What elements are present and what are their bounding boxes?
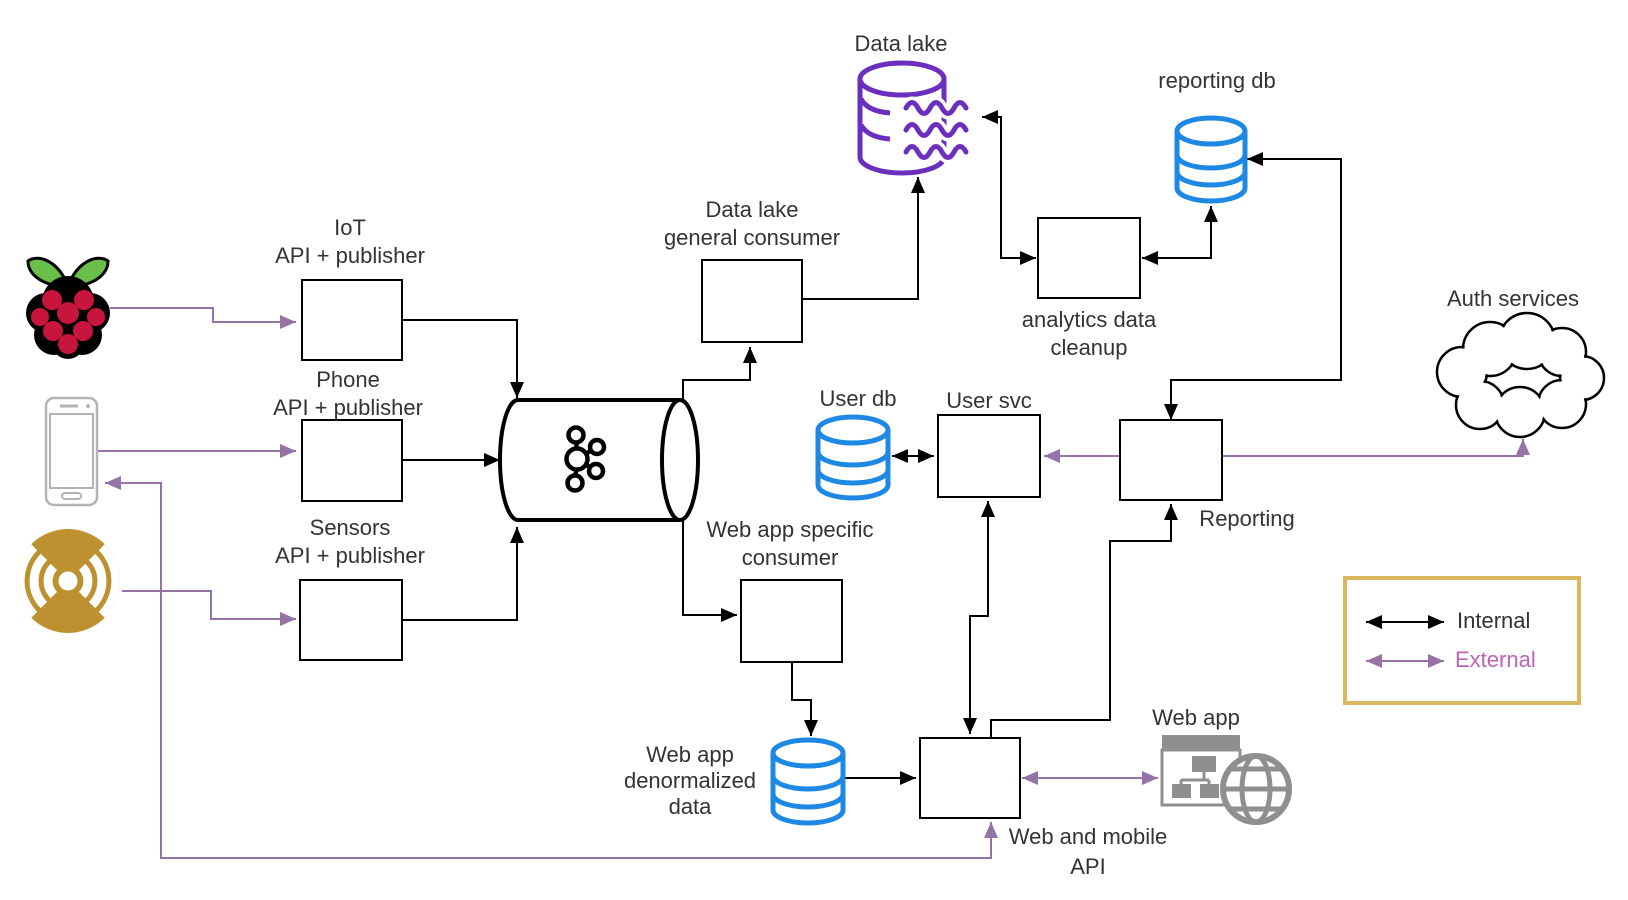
webmobile-api-label: Web and mobile API bbox=[1009, 822, 1168, 882]
iot-api-label-line1: IoT bbox=[334, 215, 366, 240]
edge-sensors-api-to-kafka bbox=[402, 527, 524, 621]
edge-usersvc-webmobile-api bbox=[963, 501, 995, 734]
sensors-api-box bbox=[299, 579, 403, 661]
data-lake-label: Data lake bbox=[854, 31, 948, 56]
user-db-label: User db bbox=[819, 386, 897, 411]
denorm-db-label-line2: denormalized bbox=[623, 768, 757, 793]
globe-icon bbox=[1220, 753, 1292, 825]
sensors-api-label-line2: API + publisher bbox=[275, 543, 425, 568]
phone-api-label: Phone API + publisher bbox=[273, 366, 423, 422]
analytics-cleanup-label: analytics data cleanup bbox=[1022, 306, 1157, 362]
edge-phone-webmobile-api bbox=[105, 476, 998, 859]
analytics-cleanup-label-line2: cleanup bbox=[1050, 335, 1128, 360]
sitemap-icon bbox=[1172, 756, 1219, 798]
reporting-label: Reporting bbox=[1199, 506, 1295, 531]
edge-kafka-to-webapp-consumer bbox=[682, 520, 737, 622]
edge-analytics-datalake bbox=[982, 110, 1036, 265]
sensors-api-label: Sensors API + publisher bbox=[275, 514, 425, 570]
data-lake-waves bbox=[900, 96, 972, 164]
webmobile-api-label-line2: API bbox=[1070, 854, 1106, 879]
datalake-consumer-label-line2: general consumer bbox=[663, 225, 841, 250]
reporting-db-label: reporting db bbox=[1158, 68, 1276, 93]
edge-sensors-to-sensors-api bbox=[122, 590, 296, 626]
process-boxes bbox=[299, 217, 1223, 819]
data-lake-database-icon bbox=[857, 60, 972, 176]
reporting-box bbox=[1119, 419, 1223, 501]
webapp-consumer-label-line2: consumer bbox=[741, 545, 839, 570]
edge-webmobile-api-to-reporting bbox=[990, 504, 1178, 738]
sensor-beacon-icon bbox=[16, 529, 120, 633]
webapp-consumer-box bbox=[740, 579, 843, 663]
auth-services-label: Auth services bbox=[1446, 286, 1580, 311]
kafka-logo-icon bbox=[564, 425, 607, 493]
webmobile-api-label-line1: Web and mobile bbox=[1008, 824, 1168, 849]
denorm-db-icon bbox=[770, 737, 846, 826]
iot-api-box bbox=[301, 279, 403, 361]
phone-api-label-line2: API + publisher bbox=[273, 395, 423, 420]
user-svc-box bbox=[937, 414, 1041, 498]
edges-internal bbox=[402, 110, 1342, 785]
datalake-consumer-label-line1: Data lake bbox=[705, 197, 799, 222]
edge-webapp-consumer-to-denorm-db bbox=[791, 662, 818, 736]
legend-external-label: External bbox=[1455, 647, 1536, 672]
analytics-cleanup-label-line1: analytics data bbox=[1021, 307, 1157, 332]
edge-reportingdb-reporting bbox=[1164, 152, 1342, 420]
webapp-consumer-label-line1: Web app specific bbox=[706, 517, 874, 542]
datalake-consumer-label: Data lake general consumer bbox=[664, 196, 840, 252]
analytics-cleanup-box bbox=[1037, 217, 1141, 299]
kafka-topic-cylinder-icon bbox=[498, 398, 700, 522]
edge-iot-api-to-kafka bbox=[402, 319, 524, 398]
datalake-consumer-box bbox=[701, 259, 803, 343]
edge-analytics-reportingdb bbox=[1142, 206, 1218, 265]
edge-reporting-to-auth-services bbox=[1222, 439, 1530, 457]
sensors-api-label-line1: Sensors bbox=[309, 515, 391, 540]
webapp-consumer-label: Web app specific consumer bbox=[706, 516, 873, 572]
edge-datalake-consumer-to-datalake bbox=[802, 177, 925, 300]
edge-kafka-to-datalake-consumer bbox=[682, 347, 757, 400]
reporting-db-icon bbox=[1174, 115, 1248, 204]
legend-box bbox=[1343, 576, 1581, 705]
cloud-icon bbox=[1435, 311, 1606, 439]
web-app-label: Web app bbox=[1152, 705, 1240, 730]
webmobile-api-box bbox=[919, 737, 1021, 819]
web-app-browser-icon bbox=[1160, 735, 1292, 825]
denorm-db-label-line3: data bbox=[668, 794, 712, 819]
phone-api-box bbox=[301, 419, 403, 502]
edges-external bbox=[98, 307, 1530, 859]
legend-internal-label: Internal bbox=[1457, 608, 1531, 633]
phone-api-label-line1: Phone bbox=[316, 367, 380, 392]
user-db-icon bbox=[815, 414, 891, 501]
edge-raspberrypi-to-iot-api bbox=[110, 307, 296, 329]
denorm-db-label-line1: Web app bbox=[646, 742, 734, 767]
smartphone-icon bbox=[44, 396, 99, 507]
iot-api-label: IoT API + publisher bbox=[275, 214, 425, 270]
iot-api-label-line2: API + publisher bbox=[275, 243, 425, 268]
legend bbox=[1343, 576, 1581, 705]
denorm-db-label: Web app denormalized data bbox=[624, 742, 756, 820]
raspberry-pi-icon bbox=[26, 256, 110, 359]
user-svc-label: User svc bbox=[946, 388, 1032, 413]
